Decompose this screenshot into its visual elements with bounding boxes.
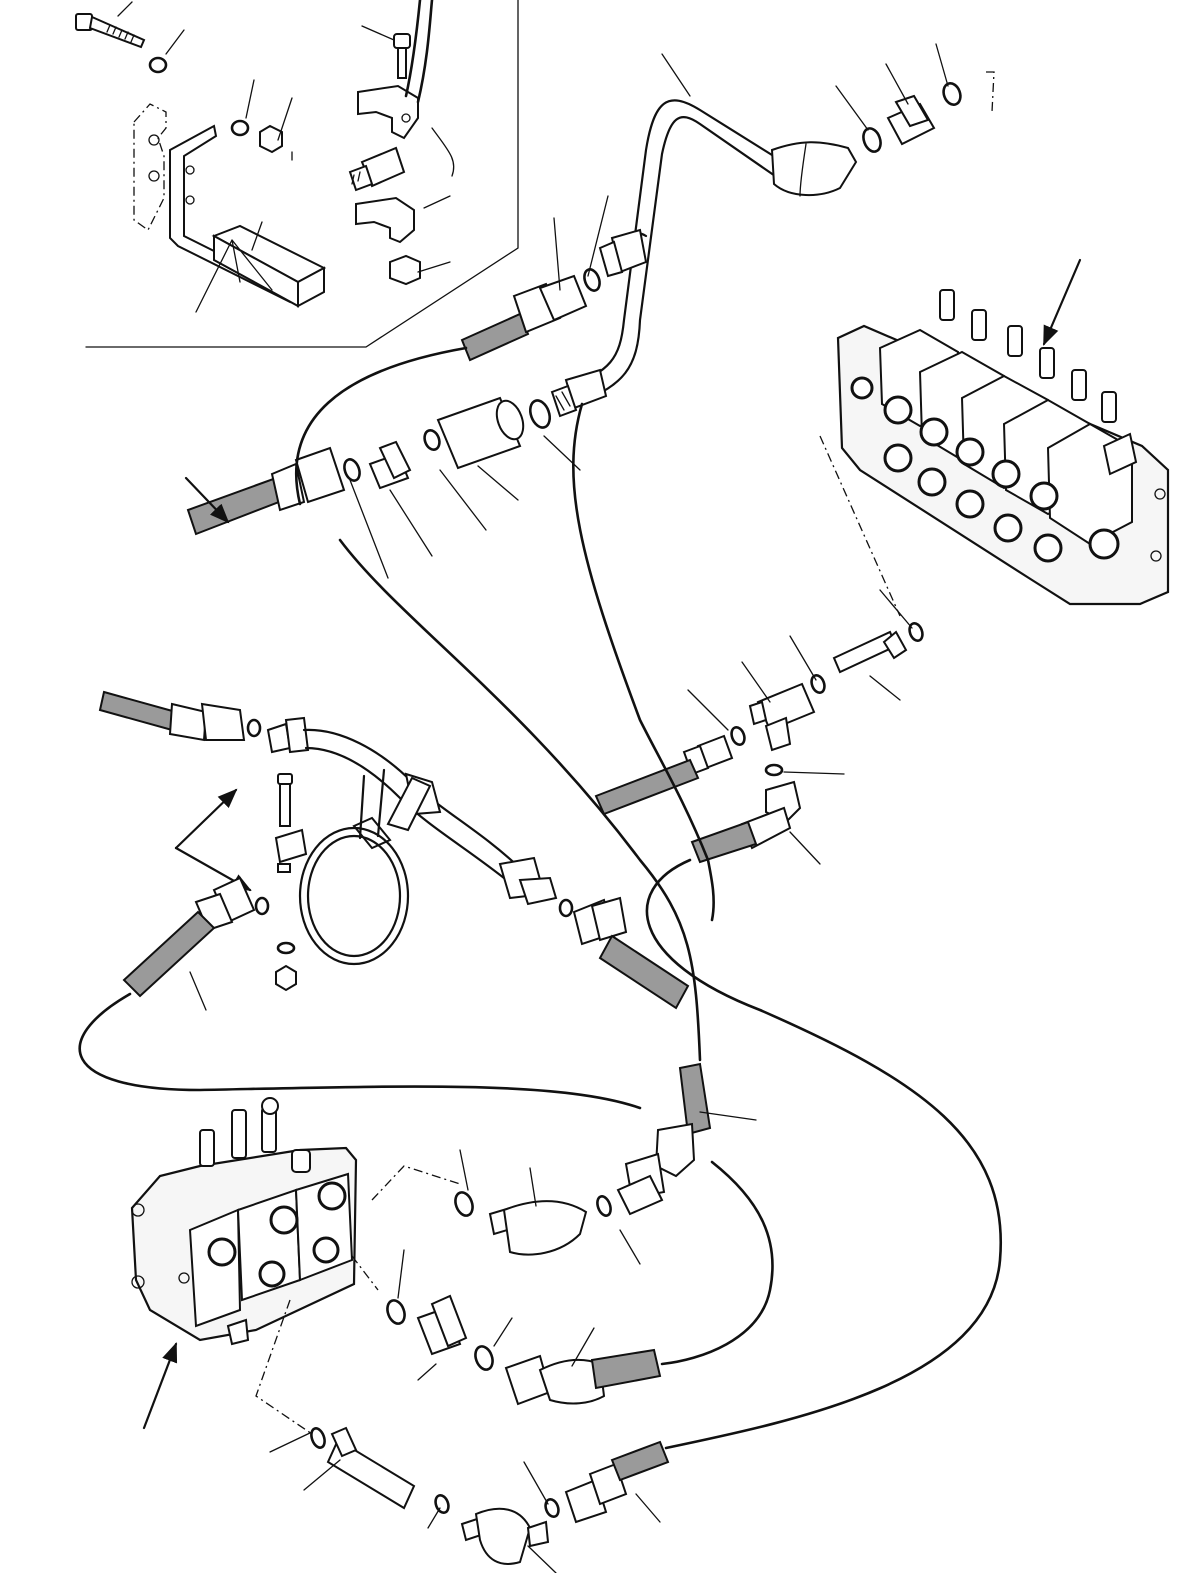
aux-middle-fittings <box>384 1296 660 1404</box>
bracket <box>170 126 324 306</box>
inset-bracket-detail <box>76 14 324 306</box>
leader-lines-middle <box>350 44 948 578</box>
tee-fitting-assembly <box>596 436 925 862</box>
leader-lines-inset <box>118 2 450 312</box>
middle-fitting-chain <box>188 397 553 534</box>
auxiliary-connection-dashes <box>256 1166 460 1434</box>
upper-hose-end <box>462 267 602 360</box>
callout-arrow-1 <box>186 478 230 524</box>
main-control-valve <box>838 290 1168 604</box>
lower-rigid-tube <box>100 692 688 1008</box>
clamp-bolt <box>278 774 292 826</box>
nut <box>232 121 282 152</box>
callout-arrow-3 <box>176 788 238 848</box>
leader-lines-tee <box>688 590 912 864</box>
auxiliary-control-valve <box>132 1098 356 1344</box>
aux-upper-fittings <box>452 1176 662 1255</box>
leader-lower-left <box>190 972 206 1010</box>
washer <box>150 58 166 72</box>
hydraulic-hoses <box>80 348 1001 1448</box>
aux-lower-fittings <box>309 1427 668 1564</box>
lower-left-hose-end <box>124 878 268 996</box>
vertical-hose-end <box>626 1064 710 1198</box>
callout-arrow-5 <box>144 1342 176 1428</box>
upper-right-fittings <box>860 72 994 154</box>
hose-clamp-detail <box>350 0 454 284</box>
leader-lines-bottom <box>270 1112 756 1573</box>
band-clamp <box>276 770 408 990</box>
inset-frame <box>86 0 518 347</box>
callout-arrow-2 <box>1044 260 1080 346</box>
bolt <box>76 14 144 47</box>
upper-rigid-tube <box>552 100 856 416</box>
